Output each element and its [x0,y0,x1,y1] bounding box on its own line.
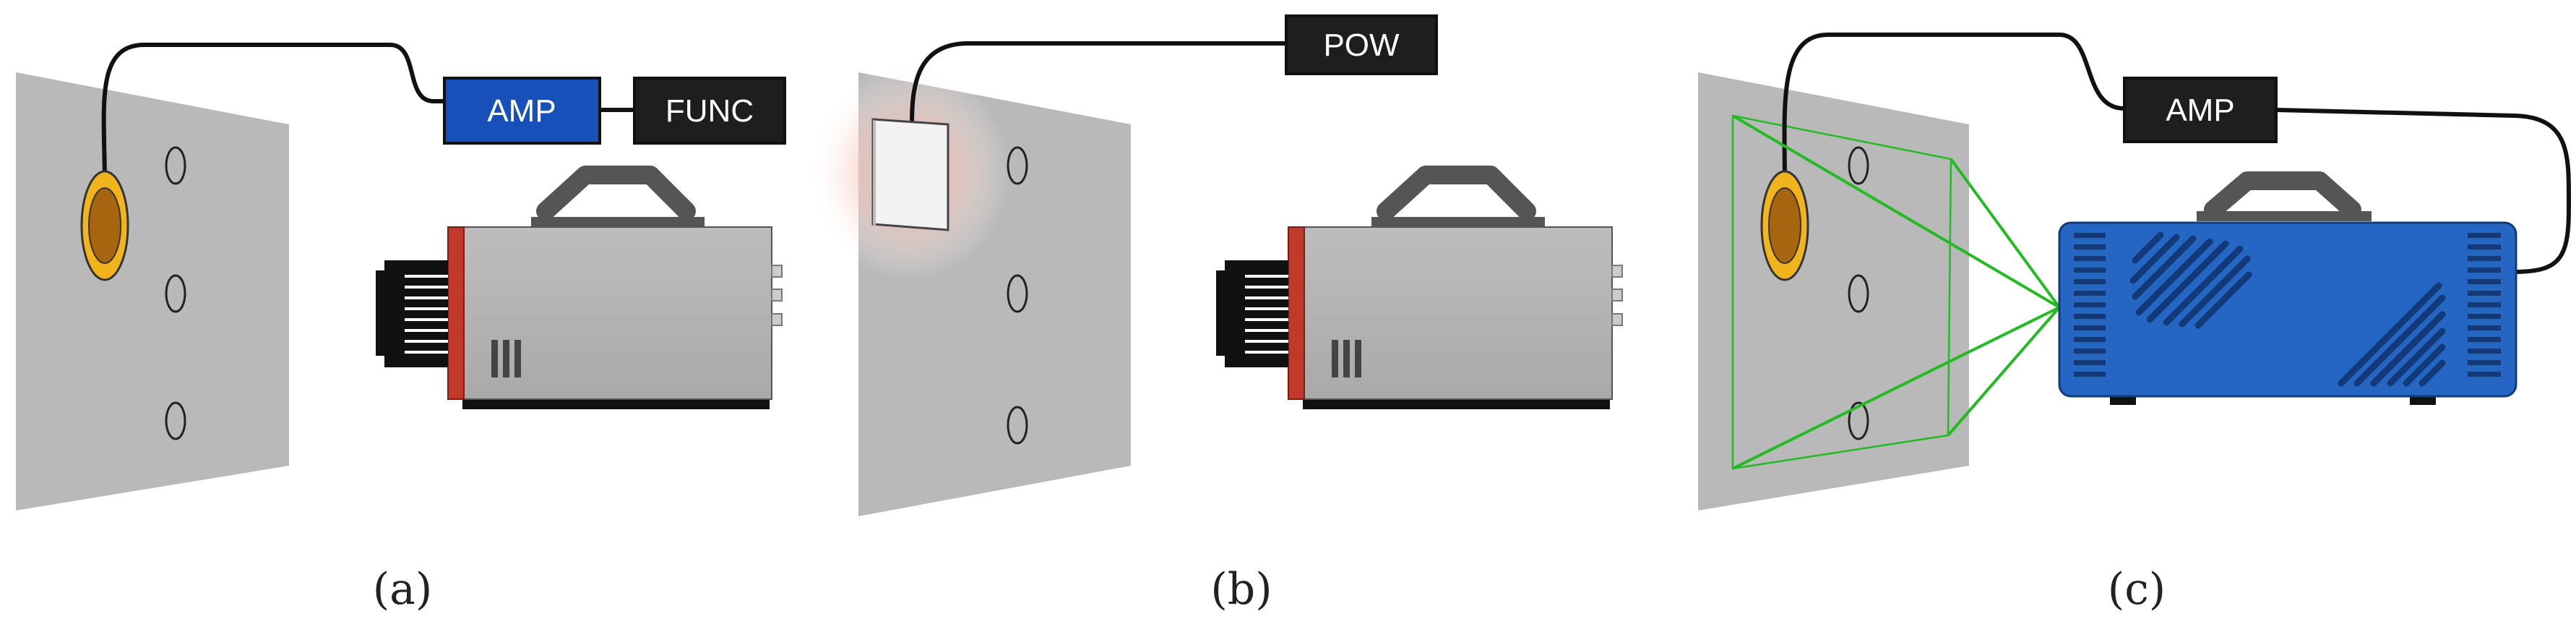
panel-caption: (a) [373,564,433,615]
function-generator-box: FUNC [633,77,786,145]
plate [16,72,289,511]
amplifier-box: AMP [2123,77,2278,143]
power-cable [910,41,1286,125]
amplifier-label: AMP [2166,93,2234,128]
amplifier-box: AMP [443,77,601,145]
panel-a: AMP FUNC (a) [16,43,786,615]
heater-pad-icon [871,118,949,231]
amplifier-label: AMP [487,93,556,129]
high-speed-camera-icon [1216,175,1622,409]
signal-cable [2275,108,2572,274]
panel-caption: (b) [1210,564,1272,615]
laser-vibrometer-icon [2058,171,2517,405]
panel-b: POW (b) [808,14,1622,615]
function-generator-label: FUNC [665,93,754,129]
plate [1698,72,1969,511]
panel-caption: (c) [2108,564,2166,615]
panel-c: AMP [1698,33,2572,615]
plate-holes [1007,146,1028,445]
power-supply-box: POW [1285,14,1438,75]
power-supply-label: POW [1323,27,1400,63]
plate-holes [165,146,186,440]
signal-cable [1782,33,2125,185]
laser-beams [1731,114,2061,470]
piezo-sensor-icon [1760,170,1809,281]
piezo-sensor-icon [80,170,129,281]
high-speed-camera-icon [376,175,782,409]
signal-cable [101,43,444,185]
plate-holes [1848,146,1869,440]
